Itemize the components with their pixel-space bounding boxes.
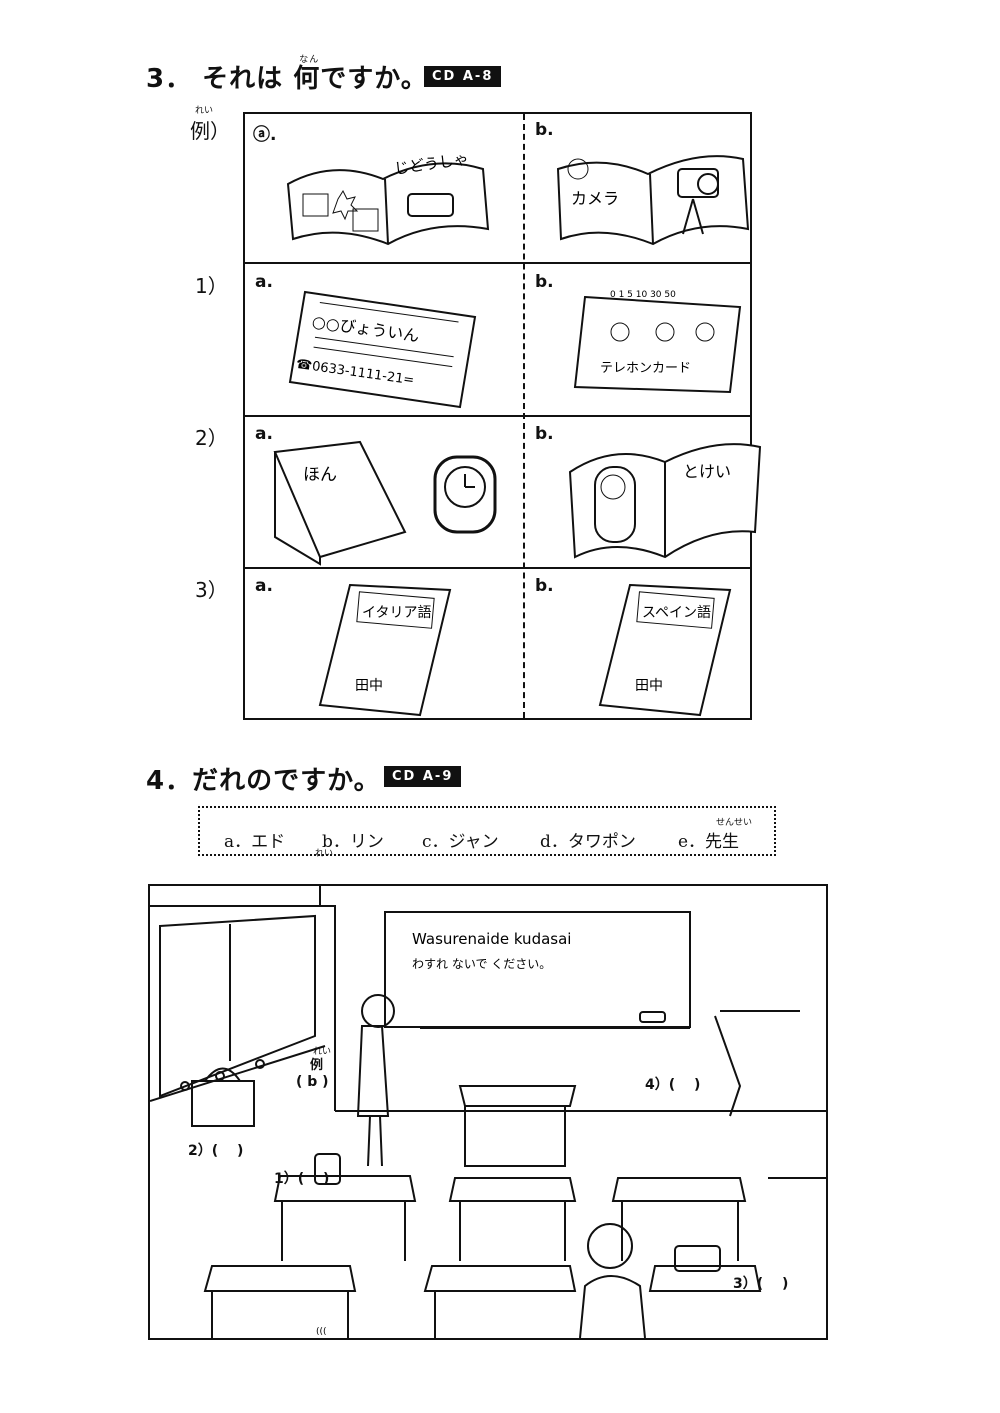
example-answer: ( b ) [296, 1074, 329, 1090]
row-divider [245, 567, 750, 569]
hospital-card-illustration: ○○びょういん ☎0633-1111-21= [288, 290, 477, 409]
classroom-drawing: Wasurenaide kudasai わすれ ないで ください。 ((( [150, 886, 826, 1338]
option-a-label: ⓐ. [253, 125, 277, 145]
notebook-title: イタリア語 [362, 605, 431, 621]
choice-item: a．エド [224, 832, 286, 852]
card-text: テレホンカード [600, 361, 691, 376]
notebook-owner: 田中 [355, 678, 383, 694]
question-2-blank[interactable]: 2）( ) [188, 1143, 244, 1159]
car-magazine-illustration: じどうしゃ [286, 150, 490, 246]
cd-track-badge: CD A-9 [384, 766, 462, 787]
clock-magazine-illustration: とけい [568, 443, 762, 559]
option-b-label: b. [535, 272, 554, 292]
title-part: ですか。 [320, 64, 428, 94]
ruby: なん [299, 55, 320, 65]
picture-grid: ⓐ. b. a. b. a. b. a. b. じどうしゃ カメラ ○○びょうい… [243, 112, 762, 720]
cd-track-badge: CD A-8 [424, 66, 502, 87]
section-number: 4． [146, 766, 193, 796]
option-a-label: a. [255, 424, 273, 444]
title-part: それは [202, 64, 284, 94]
ruby: れい [315, 849, 334, 859]
section3-heading: 3． それは なん何ですか。 [146, 55, 428, 95]
example-label: 例 [310, 1058, 324, 1073]
option-a-label: a. [255, 272, 273, 292]
question-4-blank[interactable]: 4）( ) [645, 1077, 701, 1093]
magazine-title: とけい [683, 462, 731, 481]
row-label: 2） [195, 426, 228, 450]
row-label: 例） [190, 119, 230, 143]
ruby: れい [195, 106, 214, 116]
kanji: 何 [293, 64, 321, 94]
question-3-blank[interactable]: 3）( ) [733, 1276, 789, 1292]
option-a-label: a. [255, 576, 273, 596]
camera-magazine-illustration: カメラ [556, 155, 750, 246]
book-title: ほん [303, 465, 337, 485]
name-choices-box: a．エド b．リン c．ジャン d．タワポン せんせい e．先生 [198, 806, 776, 856]
option-b-label: b. [535, 424, 554, 444]
telephone-card-illustration: 0 1 5 10 30 50 テレホンカード [573, 290, 742, 394]
row-divider [245, 262, 750, 264]
option-b-label: b. [535, 120, 554, 140]
notebook-title: スペイン語 [642, 605, 711, 621]
section4-heading: 4．だれのですか。 [146, 760, 381, 797]
row-label: 3） [195, 578, 228, 602]
section-number: 3． [146, 64, 193, 94]
row-divider [245, 415, 750, 417]
classroom-illustration: Wasurenaide kudasai わすれ ないで ください。 ((( れい [148, 849, 828, 1340]
magazine-title: カメラ [571, 189, 619, 208]
notebook-owner: 田中 [635, 678, 663, 694]
title-kanji: なん何 [293, 55, 321, 94]
section-title: だれのですか。 [192, 766, 381, 796]
sound-mark: ((( [316, 1327, 327, 1337]
row-label: 1） [195, 274, 228, 298]
spanish-notebook-illustration: スペイン語 田中 [598, 583, 732, 717]
book-and-clock-illustration: ほん [273, 440, 497, 566]
blackboard-text-kana: わすれ ないで ください。 [412, 957, 551, 971]
choice-item: b．リン [322, 832, 384, 852]
option-b-label: b. [535, 576, 554, 596]
choice-item: e．先生 [678, 832, 740, 852]
ruby: れい [313, 1047, 332, 1057]
question-1-blank[interactable]: 1）( ) [274, 1171, 330, 1187]
card-scale: 0 1 5 10 30 50 [610, 290, 676, 300]
choice-item: c．ジャン [422, 832, 499, 852]
italian-notebook-illustration: イタリア語 田中 [318, 583, 452, 717]
ruby: せんせい [716, 818, 753, 828]
blackboard-text-romaji: Wasurenaide kudasai [412, 930, 571, 948]
choice-item: d．タワポン [540, 832, 636, 852]
